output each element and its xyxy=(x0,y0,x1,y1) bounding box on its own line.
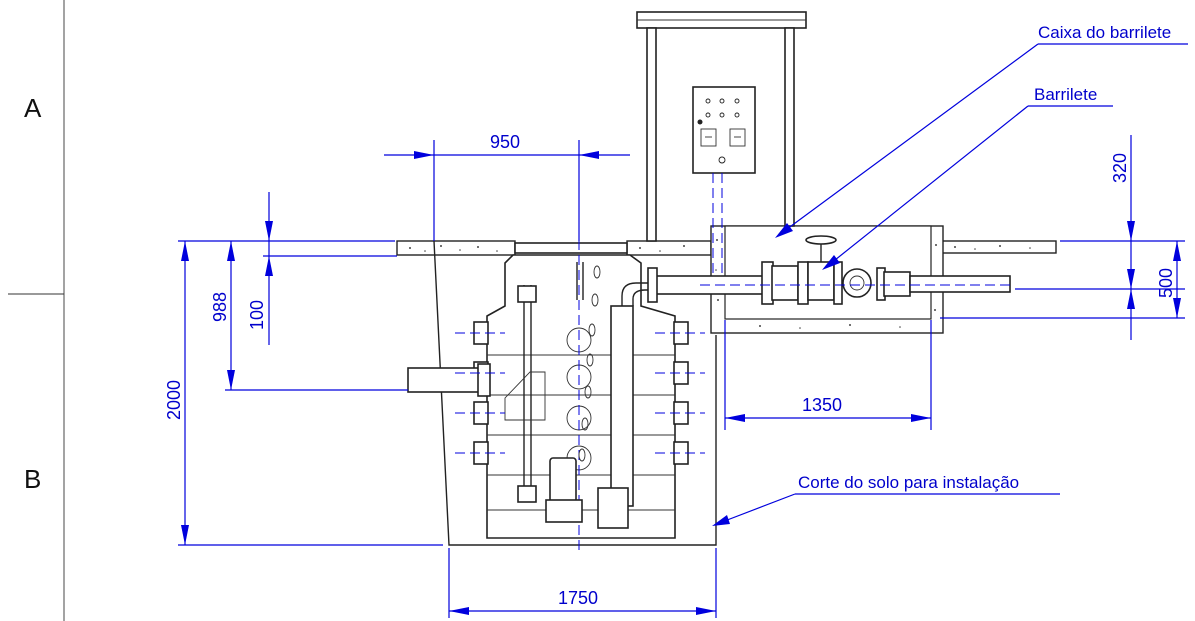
zone-border xyxy=(8,0,65,621)
dimension-950-label: 950 xyxy=(490,132,520,152)
callout-corte-solo-label: Corte do solo para instalação xyxy=(798,473,1019,492)
control-panel-stand xyxy=(636,11,807,242)
dimension-320 xyxy=(1060,135,1185,242)
dimension-100-label: 100 xyxy=(247,300,267,330)
callout-barrilete-label: Barrilete xyxy=(1034,85,1097,104)
callout-caixa-barrilete-label: Caixa do barrilete xyxy=(1038,23,1171,42)
dimension-500-label: 500 xyxy=(1156,268,1176,298)
dimension-2000-label: 2000 xyxy=(164,380,184,420)
concrete-slab-right xyxy=(939,240,1057,254)
dimension-100 xyxy=(263,192,397,345)
dimension-2000 xyxy=(178,240,443,546)
manifold-pipework xyxy=(647,235,1011,305)
dimension-1350 xyxy=(724,320,932,430)
callout-barrilete xyxy=(822,105,1113,270)
dimension-988-label: 988 xyxy=(210,292,230,322)
control-panel xyxy=(692,86,756,290)
zone-label-a: A xyxy=(24,93,42,123)
dimension-1750 xyxy=(448,548,717,618)
dimension-320-label: 320 xyxy=(1110,153,1130,183)
dimension-500 xyxy=(940,241,1185,340)
pump-station-tank xyxy=(407,150,705,550)
callout-caixa-barrilete xyxy=(775,43,1188,238)
dimension-1350-label: 1350 xyxy=(802,395,842,415)
dimension-988 xyxy=(225,240,408,391)
soil-cut-outline xyxy=(433,240,717,546)
zone-label-b: B xyxy=(24,464,41,494)
concrete-slab-left xyxy=(396,240,712,256)
dimension-950 xyxy=(384,140,630,241)
callout-corte-solo xyxy=(712,493,1060,526)
dimension-1750-label: 1750 xyxy=(558,588,598,608)
